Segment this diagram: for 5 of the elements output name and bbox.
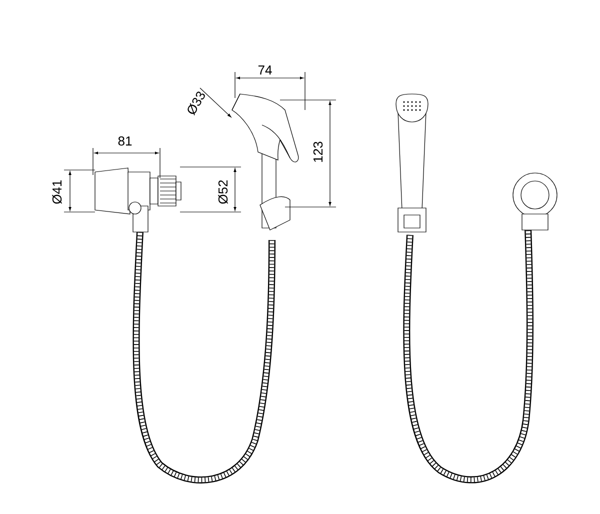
dimension-label: 74 <box>258 66 272 74</box>
dimension-label: Ø41 <box>52 180 62 204</box>
dimension-label: 123 <box>313 142 323 162</box>
dimension-label: 81 <box>118 136 132 146</box>
dimension-label: Ø52 <box>218 180 228 204</box>
